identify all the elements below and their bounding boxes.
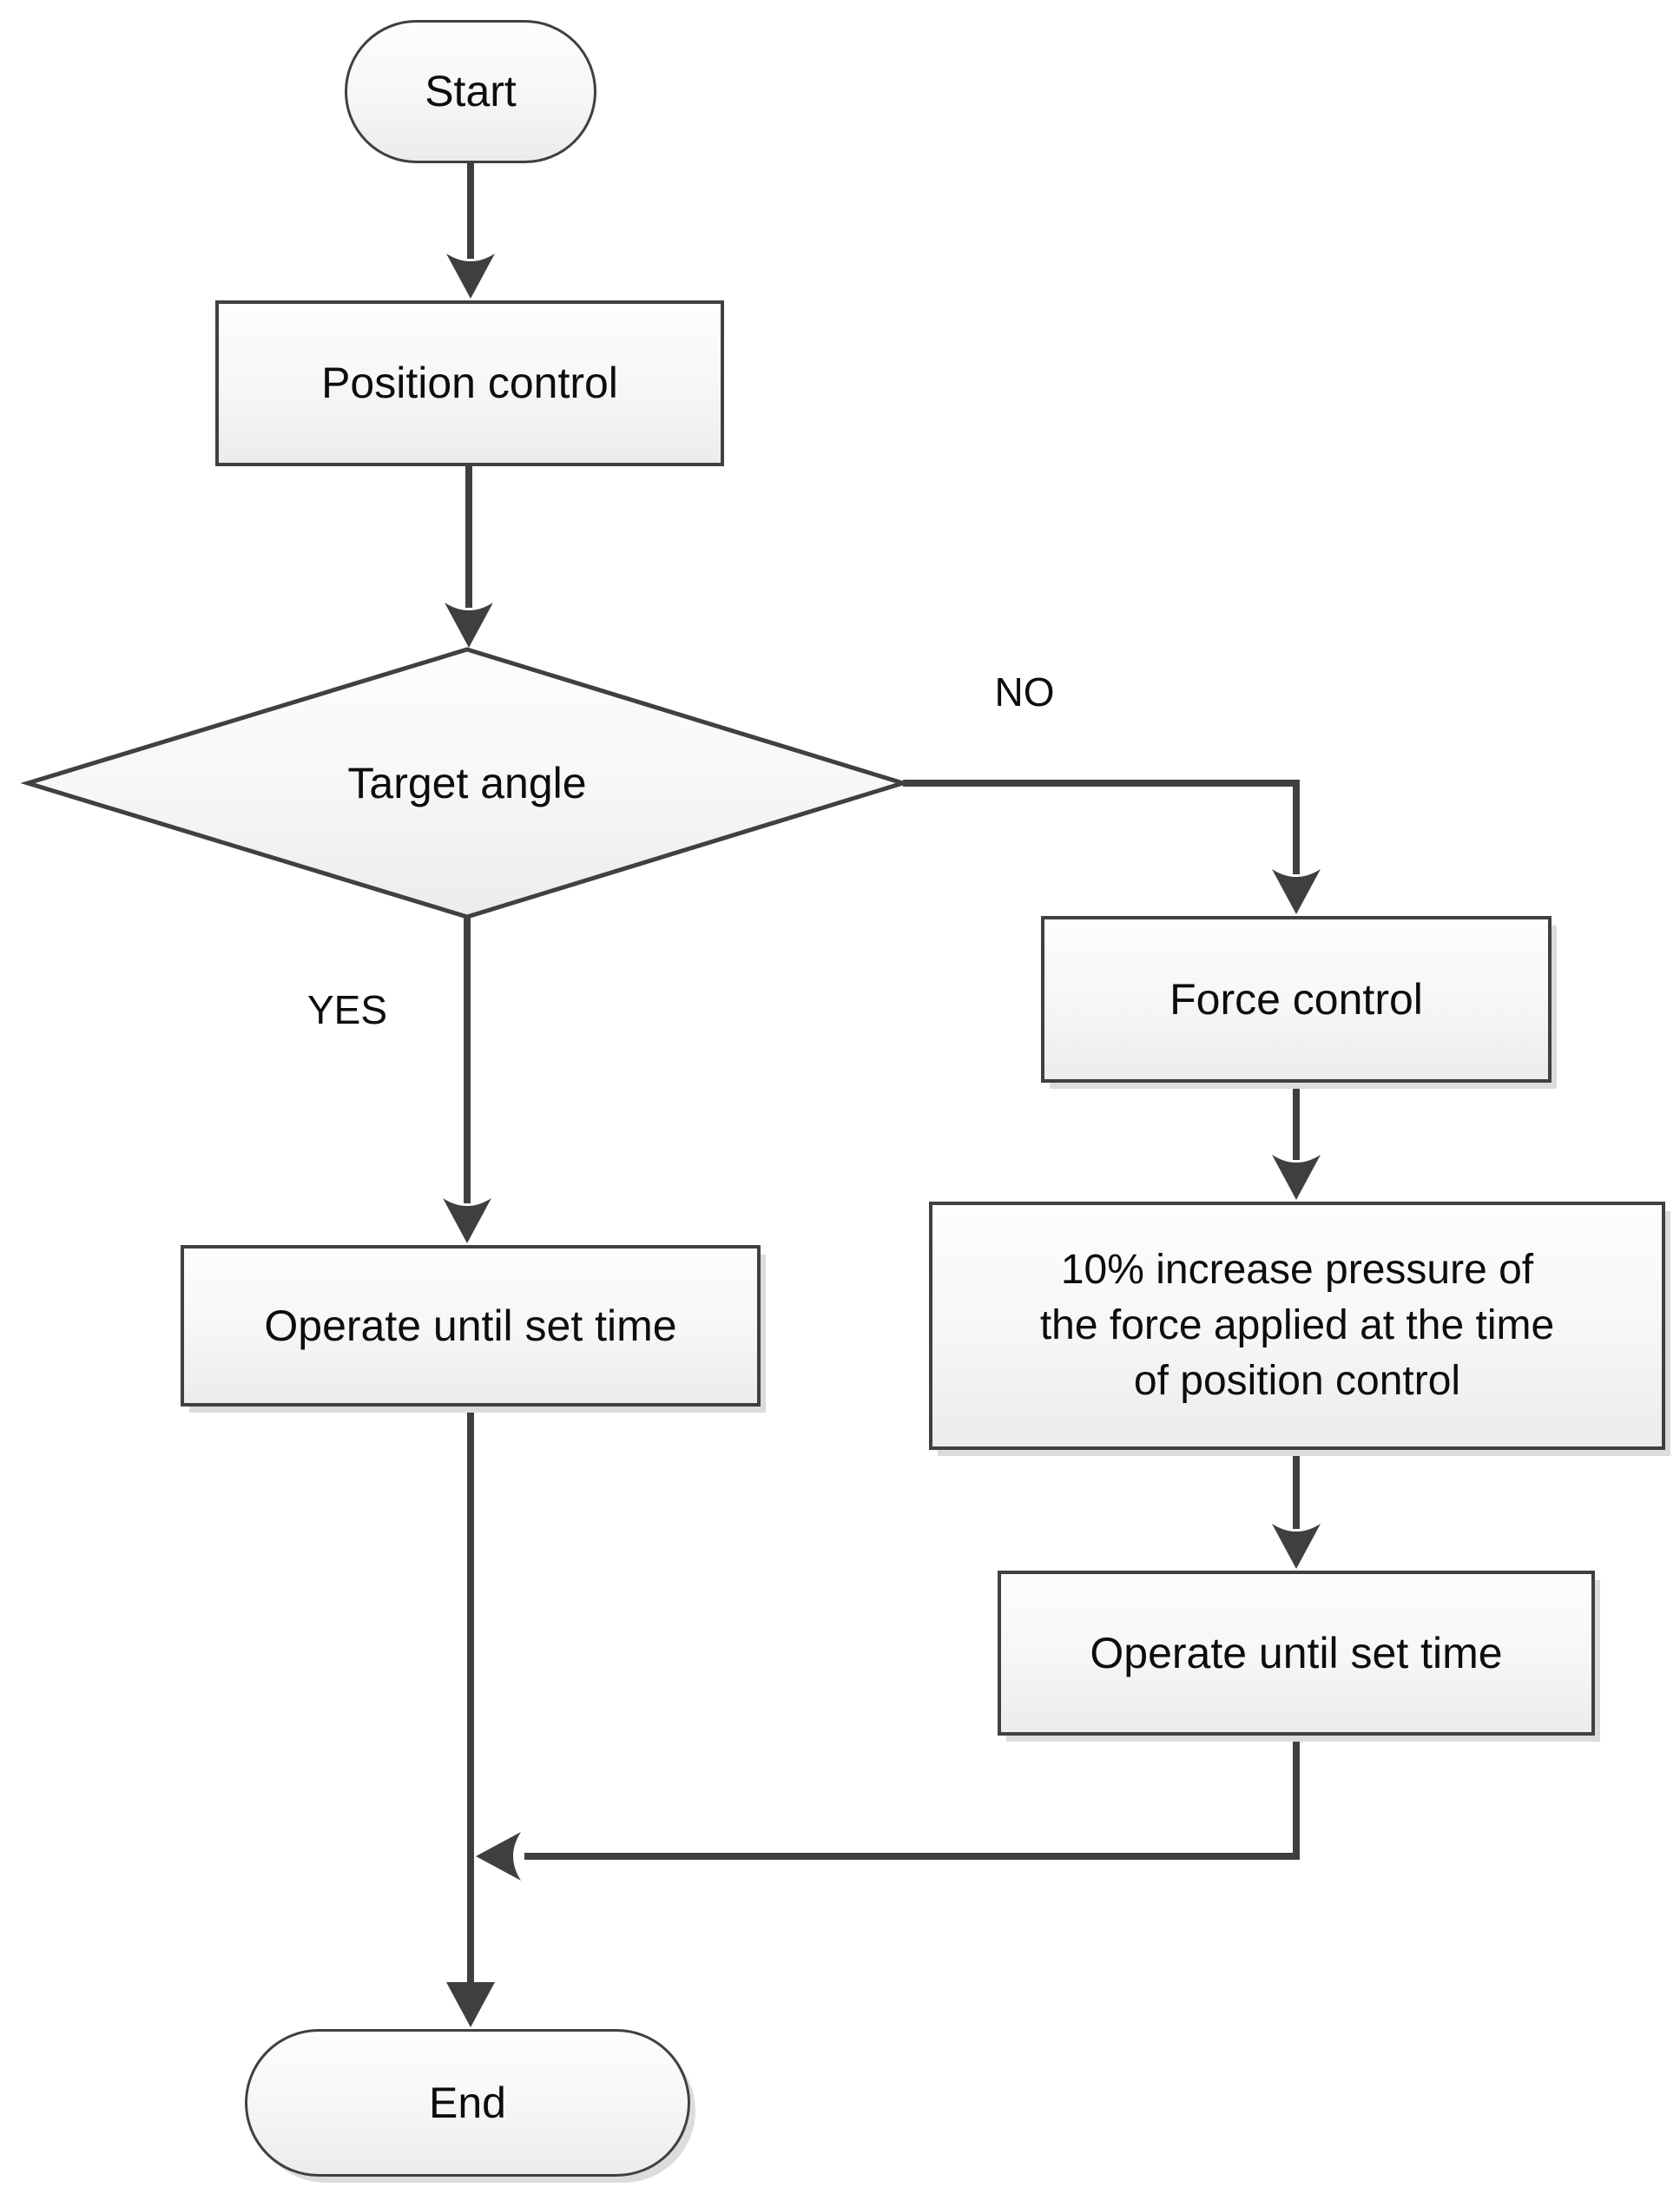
- no-label-text: NO: [994, 669, 1055, 715]
- node-position-control-label: Position control: [321, 359, 618, 408]
- node-operate-left-label: Operate until set time: [264, 1301, 677, 1350]
- node-increase-pressure-label: 10% increase pressure of the force appli…: [1039, 1246, 1555, 1405]
- arrowhead-increase-to-operate-right: [1272, 1524, 1321, 1569]
- node-target-angle-label: Target angle: [207, 740, 728, 827]
- edge-label-no: NO: [959, 662, 1090, 722]
- node-position-control: Position control: [215, 300, 724, 466]
- arrowhead-force-to-increase: [1272, 1155, 1321, 1200]
- edge-operate-right-merge: [524, 1734, 1300, 1860]
- node-operate-right-label: Operate until set time: [1090, 1628, 1503, 1677]
- node-increase-pressure: 10% increase pressure of the force appli…: [929, 1202, 1665, 1450]
- decision-diamond-shape: [20, 647, 911, 919]
- node-force-control-label: Force control: [1169, 974, 1423, 1024]
- arrowhead-start-to-position: [446, 254, 495, 299]
- edge-decision-no-to-force: [903, 780, 1300, 874]
- node-end-label: End: [429, 2078, 506, 2127]
- node-start: Start: [345, 20, 596, 163]
- arrowhead-merge-left: [476, 1832, 521, 1881]
- arrowhead-to-end: [446, 1982, 495, 2027]
- node-end: End: [245, 2029, 690, 2177]
- node-operate-left: Operate until set time: [181, 1245, 761, 1407]
- arrowhead-position-to-decision: [445, 603, 493, 648]
- arrowhead-yes-to-operate-left: [443, 1198, 491, 1243]
- yes-label-text: YES: [306, 987, 388, 1032]
- node-force-control: Force control: [1041, 916, 1552, 1083]
- edge-label-yes: YES: [287, 979, 408, 1040]
- arrowhead-no-to-force: [1272, 869, 1321, 914]
- node-start-label: Start: [425, 67, 517, 116]
- target-angle-text: Target angle: [347, 759, 587, 807]
- node-operate-right: Operate until set time: [998, 1571, 1595, 1736]
